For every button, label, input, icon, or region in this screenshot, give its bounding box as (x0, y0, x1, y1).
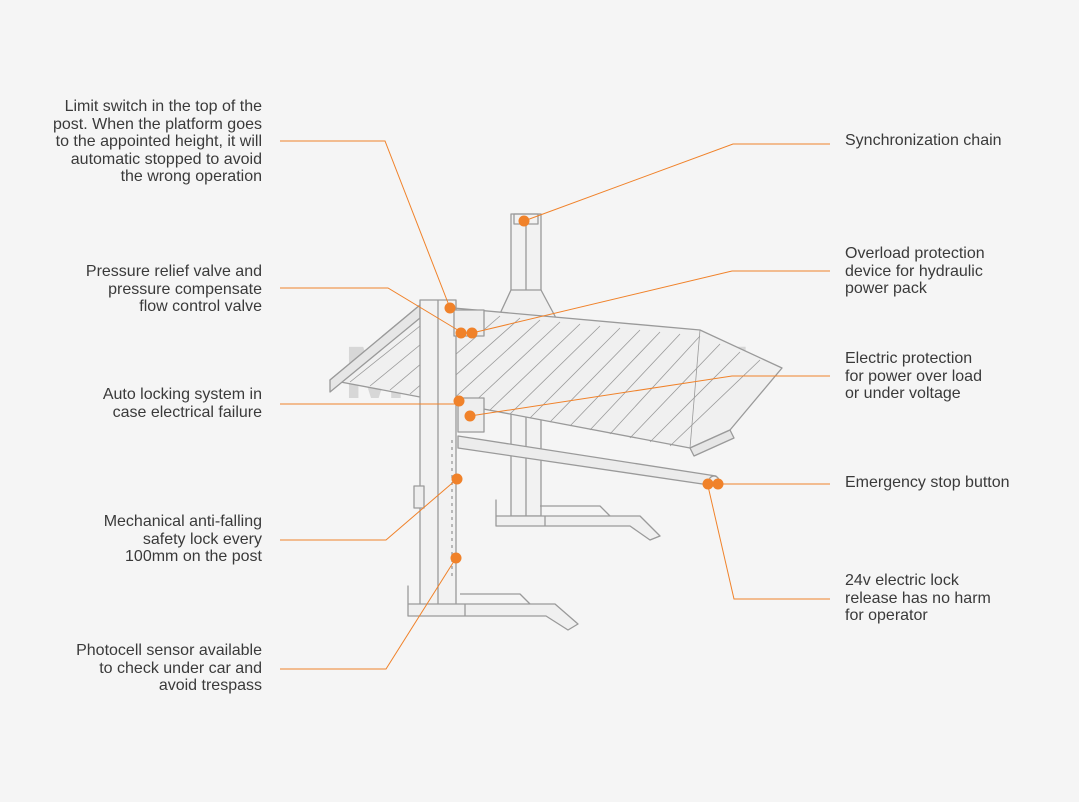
leader-sync-chain (523, 143, 830, 222)
callout-overload: Overload protection device for hydraulic… (845, 245, 985, 297)
marker-anti-falling (451, 473, 463, 485)
callout-auto-locking: Auto locking system in case electrical f… (102, 386, 262, 421)
marker-electric-protection (464, 410, 476, 422)
callout-limit-switch: Limit switch in the top of the post. Whe… (53, 98, 262, 185)
callout-photocell: Photocell sensor available to check unde… (76, 642, 262, 694)
leader-pressure-relief (280, 287, 462, 333)
marker-photocell (450, 552, 462, 564)
callout-anti-falling: Mechanical anti-falling safety lock ever… (103, 513, 262, 565)
callout-electric-lock: 24v electric lock release has no harm fo… (845, 572, 991, 624)
leader-anti-falling (280, 478, 458, 541)
front-post (413, 299, 485, 607)
leader-electric-protection (469, 375, 830, 417)
leader-limit-switch (280, 140, 451, 309)
leader-photocell (280, 557, 457, 670)
leader-electric-lock (707, 485, 830, 600)
callout-sync-chain: Synchronization chain (845, 132, 1002, 149)
leader-lines (280, 140, 830, 670)
lift-illustration (329, 213, 783, 631)
rear-base (495, 499, 661, 541)
leader-overload (471, 270, 830, 334)
front-base (407, 585, 579, 631)
markers (444, 215, 724, 564)
marker-electric-lock (702, 478, 714, 490)
callout-pressure-relief: Pressure relief valve and pressure compe… (85, 263, 262, 315)
callout-electric-protection: Electric protection for power over load … (845, 350, 982, 402)
marker-sync-chain (518, 215, 530, 227)
marker-pressure-relief (455, 327, 467, 339)
marker-auto-locking (453, 395, 465, 407)
marker-limit-switch (444, 302, 456, 314)
marker-emergency-stop (712, 478, 724, 490)
marker-overload (466, 327, 478, 339)
platform-deck (329, 304, 783, 457)
callout-emergency-stop: Emergency stop button (845, 474, 1010, 491)
